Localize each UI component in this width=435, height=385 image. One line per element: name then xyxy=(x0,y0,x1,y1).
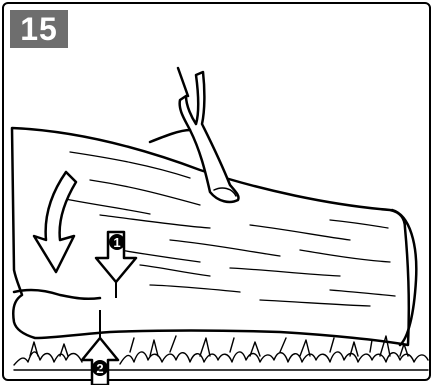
callout-1-label: 1 xyxy=(113,235,120,250)
grass-icon xyxy=(14,336,428,370)
callout-2-label: 2 xyxy=(96,361,103,376)
